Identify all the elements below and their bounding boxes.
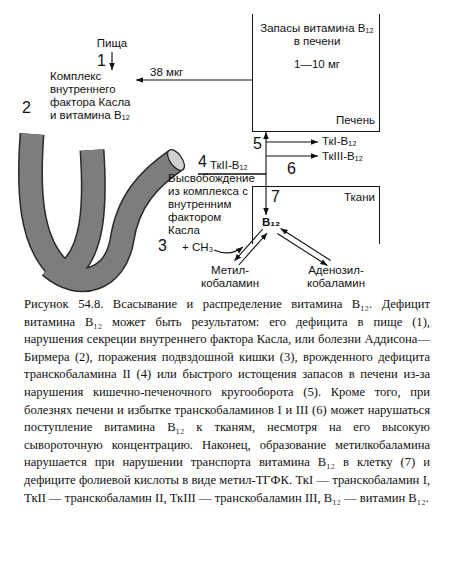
node-text: Запасы витамина B₁₂ в печени: [257, 22, 377, 48]
node-text: Комплекс внутреннего фактора Касла и вит…: [50, 70, 136, 122]
intestine-fill: [50, 160, 176, 280]
callout-number: 2: [22, 100, 31, 116]
node-text: 1—10 мг: [257, 58, 377, 71]
methyl-arrow: [214, 247, 243, 253]
flow-arrow: [198, 132, 266, 174]
node-text: Ткани: [309, 191, 375, 204]
flow-arrow: [234, 229, 267, 265]
intestine-outline: [70, 150, 93, 270]
edge-label: 38 мкг: [150, 66, 183, 79]
complex-node: Комплекс внутреннего фактора Касла и вит…: [50, 70, 136, 126]
node-text: Аденозил-кобаламин: [301, 264, 371, 290]
flow-arrow: [198, 174, 266, 215]
callout-number: 4: [198, 154, 207, 170]
transport-label: ТкIII-B₁₂: [322, 150, 363, 163]
cofactor-node: Метил-кобаламин: [197, 263, 263, 291]
flow-arrow: [277, 228, 330, 265]
transport-arrow: [266, 155, 318, 156]
callout-number: 1: [97, 53, 106, 69]
input-node: Пища: [93, 37, 131, 52]
cofactor-node: Аденозил-кобаламин: [301, 263, 371, 291]
callout-number: 6: [287, 161, 296, 177]
edge-label: + CH₃: [182, 241, 213, 254]
flow-arrow: [136, 79, 252, 80]
vitamin-node: B₁₂: [257, 215, 285, 231]
transport-arrow: [266, 141, 318, 142]
node-text: Печень: [307, 114, 375, 127]
intestine-outline: [30, 134, 58, 268]
node-text: B₁₂: [257, 216, 285, 229]
intestine-fill: [70, 150, 93, 270]
node-text: Высвобождение из комплекса с внутренним …: [168, 172, 254, 237]
callout-number: 7: [271, 189, 280, 205]
edge-label: ТкII-B₁₂: [210, 159, 248, 172]
node-text: Пища: [93, 37, 131, 50]
intestine: Высвобождение из комплекса с внутренним …: [18, 128, 198, 290]
figure-caption: Рисунок 54.8. Всасывание и распределение…: [24, 296, 430, 507]
intestine-opening: [164, 147, 188, 174]
transport-label: ТкI-B₁₂: [322, 135, 357, 148]
liver-region: Запасы витамина B₁₂ в печени 1—10 мг Печен…: [252, 14, 380, 132]
callout-number: 5: [253, 136, 262, 152]
node-text: Метил-кобаламин: [197, 264, 263, 290]
flow-arrow: [111, 52, 112, 70]
callout-number: 3: [158, 238, 167, 254]
intestine-fill: [30, 134, 58, 268]
